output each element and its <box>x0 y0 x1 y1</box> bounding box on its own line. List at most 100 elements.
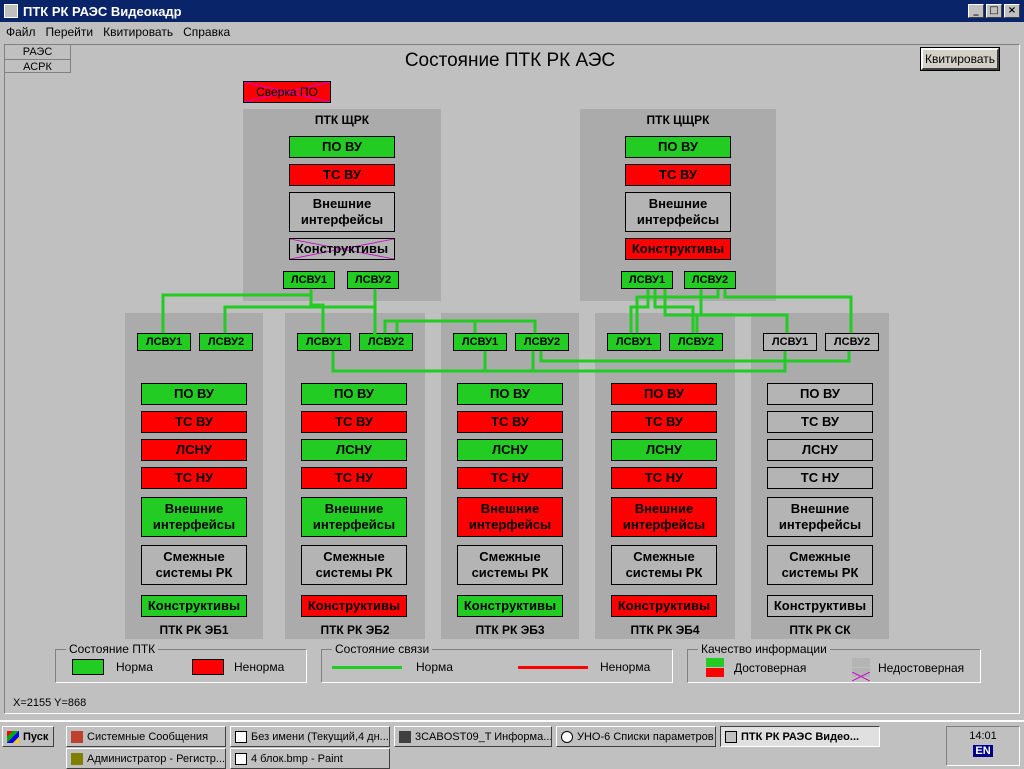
constructives-indicator[interactable]: Конструктивы <box>141 595 247 617</box>
valid-swatch-green <box>706 658 724 667</box>
lsnu-indicator[interactable]: ЛСНУ <box>301 439 407 461</box>
external-interfaces-indicator[interactable]: Внешние интерфейсы <box>611 497 717 537</box>
adjacent-systems-indicator[interactable]: Смежные системы РК <box>767 545 873 585</box>
lsnu-indicator[interactable]: ЛСНУ <box>457 439 563 461</box>
lsvu1-indicator[interactable]: ЛСВУ1 <box>607 333 661 351</box>
task-label: УНО-6 Списки параметров <box>577 730 714 743</box>
maximize-button[interactable]: □ <box>986 4 1002 18</box>
task-administrator[interactable]: Администратор - Регистр... <box>66 748 226 769</box>
ts-vu-indicator[interactable]: ТС ВУ <box>611 411 717 433</box>
po-vu-indicator[interactable]: ПО ВУ <box>767 383 873 405</box>
lsvu2-indicator[interactable]: ЛСВУ2 <box>359 333 413 351</box>
po-vu-indicator[interactable]: ПО ВУ <box>289 136 395 158</box>
adjacent-systems-indicator[interactable]: Смежные системы РК <box>457 545 563 585</box>
task-label: Без имени (Текущий,4 дн... <box>251 730 389 743</box>
app-icon <box>725 730 737 743</box>
norm-line-swatch <box>332 666 402 669</box>
task-label: Администратор - Регистр... <box>87 752 226 765</box>
panel-title: ПТК РК ЭБ4 <box>630 623 700 637</box>
external-interfaces-indicator[interactable]: Внешние интерфейсы <box>141 497 247 537</box>
external-interfaces-indicator[interactable]: Внешние интерфейсы <box>457 497 563 537</box>
lsnu-indicator[interactable]: ЛСНУ <box>767 439 873 461</box>
external-interfaces-indicator[interactable]: Внешние интерфейсы <box>301 497 407 537</box>
menu-bar: Файл Перейти Квитировать Справка <box>0 22 1024 42</box>
po-vu-indicator[interactable]: ПО ВУ <box>625 136 731 158</box>
adjacent-systems-indicator[interactable]: Смежные системы РК <box>141 545 247 585</box>
task-video-frame[interactable]: ПТК РК РАЭС Видео... <box>720 726 880 747</box>
tab-asrk[interactable]: АСРК <box>5 59 70 73</box>
panel-title: ПТК ЦЩРК <box>646 113 710 127</box>
menu-goto[interactable]: Перейти <box>45 25 94 39</box>
sverka-po-indicator[interactable]: Сверка ПО <box>243 81 331 103</box>
minimize-button[interactable]: _ <box>968 4 984 18</box>
po-vu-indicator[interactable]: ПО ВУ <box>141 383 247 405</box>
adjacent-systems-indicator[interactable]: Смежные системы РК <box>611 545 717 585</box>
po-vu-indicator[interactable]: ПО ВУ <box>301 383 407 405</box>
paint-icon <box>235 752 247 765</box>
task-system-messages[interactable]: Системные Сообщения <box>66 726 226 747</box>
lsvu2-indicator[interactable]: ЛСВУ2 <box>825 333 879 351</box>
task-info[interactable]: 3CABOST09_T Информа... <box>394 726 552 747</box>
legend-ptk-state: Состояние ПТК Норма Ненорма <box>55 642 307 683</box>
ts-nu-indicator[interactable]: ТС НУ <box>457 467 563 489</box>
ts-vu-indicator[interactable]: ТС ВУ <box>289 164 395 186</box>
po-vu-indicator[interactable]: ПО ВУ <box>457 383 563 405</box>
invalid-swatch <box>852 658 870 667</box>
ts-nu-indicator[interactable]: ТС НУ <box>611 467 717 489</box>
task-uno-6[interactable]: УНО-6 Списки параметров <box>556 726 716 747</box>
ts-nu-indicator[interactable]: ТС НУ <box>141 467 247 489</box>
legend-title: Качество информации <box>698 642 830 656</box>
menu-acknowledge[interactable]: Квитировать <box>103 25 174 39</box>
ts-vu-indicator[interactable]: ТС ВУ <box>301 411 407 433</box>
ts-nu-indicator[interactable]: ТС НУ <box>767 467 873 489</box>
adjacent-systems-indicator[interactable]: Смежные системы РК <box>301 545 407 585</box>
external-interfaces-indicator[interactable]: Внешние интерфейсы <box>625 192 731 232</box>
legend-invalid-label: Недостоверная <box>878 661 965 675</box>
legend-valid-label: Достоверная <box>734 661 807 675</box>
constructives-indicator[interactable]: Конструктивы <box>625 238 731 260</box>
external-interfaces-indicator[interactable]: Внешние интерфейсы <box>767 497 873 537</box>
lsvu1-indicator[interactable]: ЛСВУ1 <box>297 333 351 351</box>
window-titlebar[interactable]: ПТК РК РАЭС Видеокадр _ □ × <box>0 0 1024 22</box>
constructives-indicator[interactable]: Конструктивы <box>301 595 407 617</box>
tab-raes[interactable]: РАЭС <box>22 46 53 58</box>
ts-vu-indicator[interactable]: ТС ВУ <box>457 411 563 433</box>
ts-vu-indicator[interactable]: ТС ВУ <box>767 411 873 433</box>
start-button[interactable]: Пуск <box>2 726 54 747</box>
acknowledge-button[interactable]: Квитировать <box>920 47 1000 71</box>
po-vu-indicator[interactable]: ПО ВУ <box>611 383 717 405</box>
lsvu1-indicator[interactable]: ЛСВУ1 <box>453 333 507 351</box>
lsnu-indicator[interactable]: ЛСНУ <box>141 439 247 461</box>
ts-vu-indicator[interactable]: ТС ВУ <box>141 411 247 433</box>
invalid-crossed-swatch <box>851 668 871 682</box>
close-button[interactable]: × <box>1004 4 1020 18</box>
lsvu1-indicator[interactable]: ЛСВУ1 <box>621 271 673 289</box>
clock[interactable]: 14:01 <box>969 730 997 742</box>
menu-file[interactable]: Файл <box>6 25 36 39</box>
menu-help[interactable]: Справка <box>183 25 231 39</box>
lsvu2-indicator[interactable]: ЛСВУ2 <box>347 271 399 289</box>
constructives-indicator[interactable]: Конструктивы <box>457 595 563 617</box>
legend-title: Состояние ПТК <box>66 642 159 656</box>
constructives-indicator[interactable]: Конструктивы <box>767 595 873 617</box>
ts-nu-indicator[interactable]: ТС НУ <box>301 467 407 489</box>
language-indicator[interactable]: EN <box>973 745 993 757</box>
panel-unit-3: ЛСВУ1 ЛСВУ2 ПО ВУ ТС ВУ ЛСНУ ТС НУ Внешние инт… <box>441 313 579 639</box>
lsvu2-indicator[interactable]: ЛСВУ2 <box>669 333 723 351</box>
lsvu1-indicator[interactable]: ЛСВУ1 <box>283 271 335 289</box>
lsvu2-indicator[interactable]: ЛСВУ2 <box>684 271 736 289</box>
document-icon <box>235 730 247 743</box>
external-interfaces-indicator[interactable]: Внешние интерфейсы <box>289 192 395 232</box>
lsvu1-indicator[interactable]: ЛСВУ1 <box>137 333 191 351</box>
constructives-indicator[interactable]: Конструктивы <box>611 595 717 617</box>
task-paint[interactable]: 4 блок.bmp - Paint <box>230 748 390 769</box>
task-untitled[interactable]: Без имени (Текущий,4 дн... <box>230 726 390 747</box>
lsvu2-indicator[interactable]: ЛСВУ2 <box>515 333 569 351</box>
ts-vu-indicator[interactable]: ТС ВУ <box>625 164 731 186</box>
constructives-indicator[interactable]: Конструктивы <box>289 238 395 260</box>
abnorm-line-swatch <box>518 666 588 669</box>
lsvu2-indicator[interactable]: ЛСВУ2 <box>199 333 253 351</box>
lsnu-indicator[interactable]: ЛСНУ <box>611 439 717 461</box>
lsvu1-indicator[interactable]: ЛСВУ1 <box>763 333 817 351</box>
legend-info-quality: Качество информации Достоверная Недостов… <box>687 642 981 683</box>
